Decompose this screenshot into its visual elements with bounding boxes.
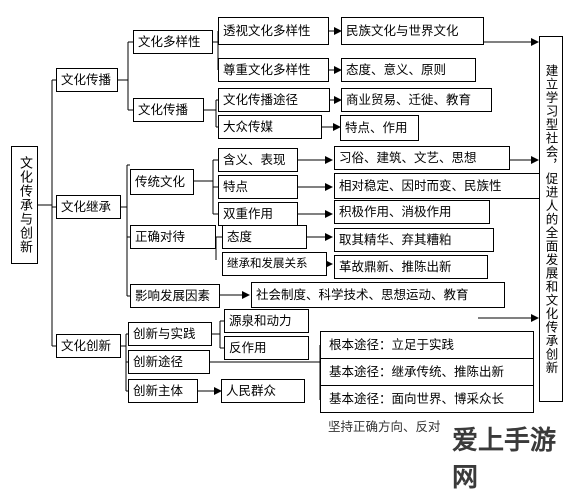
node-channels: 文化传播途径 — [218, 88, 330, 112]
node-people: 人民群众 — [221, 379, 305, 403]
goal-node: 建立学习型社会，促进人的全面发展和文化传承创新 — [539, 36, 563, 402]
node-relation: 继承和发展关系 — [222, 252, 327, 276]
node-source: 源泉和动力 — [224, 309, 309, 333]
node-attitude-meaning: 态度、意义、原则 — [341, 58, 476, 82]
node-spread: 文化传播 — [56, 68, 118, 92]
node-attitude: 态度 — [222, 225, 307, 249]
node-inherit: 文化继承 — [56, 195, 121, 219]
node-spread-sub: 文化传播 — [133, 98, 204, 122]
divider — [321, 385, 533, 386]
node-factors: 影响发展因素 — [130, 284, 220, 308]
node-see-diversity: 透视文化多样性 — [218, 17, 329, 45]
ways-group: 根本途径：立足于实践 基本途径：继承传统、推陈出新 基本途径：面向世界、博采众长 — [320, 331, 534, 413]
basic-way-2: 基本途径：面向世界、博采众长 — [329, 391, 505, 406]
watermark-logo: 爱上手游网 — [452, 426, 557, 493]
node-meaning: 含义、表现 — [218, 148, 298, 172]
root-way: 根本途径：立足于实践 — [329, 337, 455, 352]
node-relation-items: 革故鼎新、推陈出新 — [334, 255, 488, 279]
node-dual: 双重作用 — [218, 202, 298, 226]
node-traditional: 传统文化 — [130, 169, 194, 195]
node-nation-world: 民族文化与世界文化 — [341, 17, 484, 45]
node-mass-media: 大众传媒 — [218, 115, 322, 139]
node-attitude-items: 取其精华、弃其糟粕 — [334, 228, 494, 252]
root-node: 文化传承与创新 — [11, 146, 38, 264]
divider — [321, 358, 533, 359]
basic-way-1: 基本途径：继承传统、推陈出新 — [329, 364, 505, 379]
node-correct: 正确对待 — [130, 225, 216, 249]
node-diversity: 文化多样性 — [133, 30, 213, 54]
node-factors-items: 社会制度、科学技术、思想运动、教育 — [251, 282, 505, 308]
node-mass-media-items: 特点、作用 — [340, 115, 419, 141]
node-subject: 创新主体 — [128, 379, 198, 403]
node-features: 特点 — [218, 175, 298, 199]
node-ways: 创新途径 — [128, 350, 210, 374]
node-dual-items: 积极作用、消极作用 — [334, 200, 490, 224]
concept-map: 文化传承与创新 建立学习型社会，促进人的全面发展和文化传承创新 文化传播 文化继… — [11, 17, 563, 493]
node-features-items: 相对稳定、因时而变、民族性 — [334, 173, 540, 199]
node-practice: 创新与实践 — [128, 322, 212, 346]
node-respect-diversity: 尊重文化多样性 — [218, 58, 329, 82]
node-meaning-items: 习俗、建筑、文艺、思想 — [334, 146, 510, 170]
node-channels-items: 商业贸易、迁徙、教育 — [341, 88, 492, 112]
direction-text: 坚持正确方向、反对 — [328, 419, 441, 434]
node-reaction: 反作用 — [224, 336, 309, 360]
node-innovate: 文化创新 — [56, 334, 121, 358]
